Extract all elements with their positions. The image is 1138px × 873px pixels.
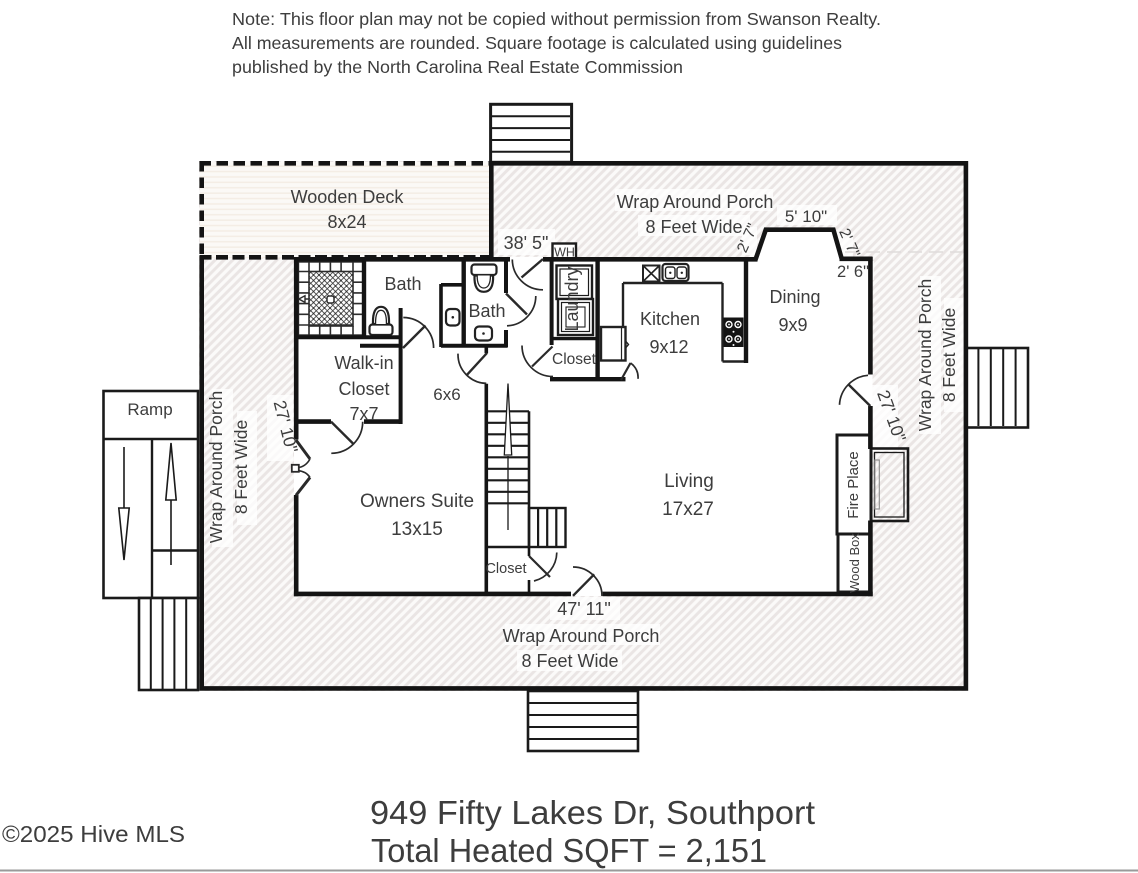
svg-text:Bath: Bath	[468, 301, 505, 321]
svg-text:Wrap Around Porch: Wrap Around Porch	[503, 626, 660, 646]
svg-text:Living: Living	[664, 471, 714, 492]
svg-text:published by the North Carolin: published by the North Carolina Real Est…	[232, 57, 683, 77]
svg-text:8 Feet Wide: 8 Feet Wide	[231, 420, 251, 514]
svg-text:8 Feet Wide: 8 Feet Wide	[645, 217, 742, 237]
svg-text:Dining: Dining	[769, 287, 820, 307]
svg-text:Laundry: Laundry	[562, 266, 582, 331]
svg-text:5' 10": 5' 10"	[785, 207, 827, 226]
svg-text:Fire Place: Fire Place	[845, 451, 862, 519]
svg-text:8x24: 8x24	[327, 212, 366, 232]
svg-text:Wrap Around Porch: Wrap Around Porch	[617, 192, 774, 212]
svg-text:Ramp: Ramp	[127, 400, 172, 419]
svg-text:Total Heated SQFT = 2,151: Total Heated SQFT = 2,151	[371, 832, 767, 869]
svg-text:Walk-in: Walk-in	[334, 353, 393, 373]
svg-text:949 Fifty Lakes Dr, Southport: 949 Fifty Lakes Dr, Southport	[370, 794, 815, 831]
svg-text:38' 5": 38' 5"	[504, 233, 549, 253]
svg-text:8 Feet Wide: 8 Feet Wide	[939, 308, 959, 402]
svg-text:All measurements are rounded.: All measurements are rounded. Square foo…	[232, 33, 842, 53]
svg-text:7x7: 7x7	[349, 404, 378, 424]
svg-text:WH: WH	[554, 246, 575, 260]
svg-text:6x6: 6x6	[433, 385, 460, 404]
svg-text:9x12: 9x12	[649, 337, 688, 357]
svg-text:9x9: 9x9	[778, 315, 807, 335]
svg-text:Note: This floor plan may not: Note: This floor plan may not be copied …	[232, 9, 881, 29]
svg-text:Closet: Closet	[552, 351, 597, 368]
svg-text:Owners Suite: Owners Suite	[360, 491, 474, 512]
svg-text:13x15: 13x15	[391, 519, 443, 540]
svg-text:2' 6": 2' 6"	[837, 263, 869, 281]
svg-text:Wood Box: Wood Box	[847, 533, 862, 593]
svg-text:8 Feet Wide: 8 Feet Wide	[521, 651, 618, 671]
svg-text:©2025 Hive MLS: ©2025 Hive MLS	[2, 821, 185, 847]
svg-text:Bath: Bath	[384, 274, 421, 294]
svg-text:Closet: Closet	[338, 379, 389, 399]
svg-text:Kitchen: Kitchen	[640, 309, 700, 329]
svg-text:47' 11": 47' 11"	[557, 599, 611, 619]
svg-text:Closet: Closet	[485, 561, 526, 577]
svg-text:17x27: 17x27	[662, 499, 714, 520]
svg-text:Wrap Around Porch: Wrap Around Porch	[206, 391, 226, 543]
svg-text:Wrap Around Porch: Wrap Around Porch	[915, 279, 935, 431]
svg-text:Wooden Deck: Wooden Deck	[291, 187, 405, 207]
